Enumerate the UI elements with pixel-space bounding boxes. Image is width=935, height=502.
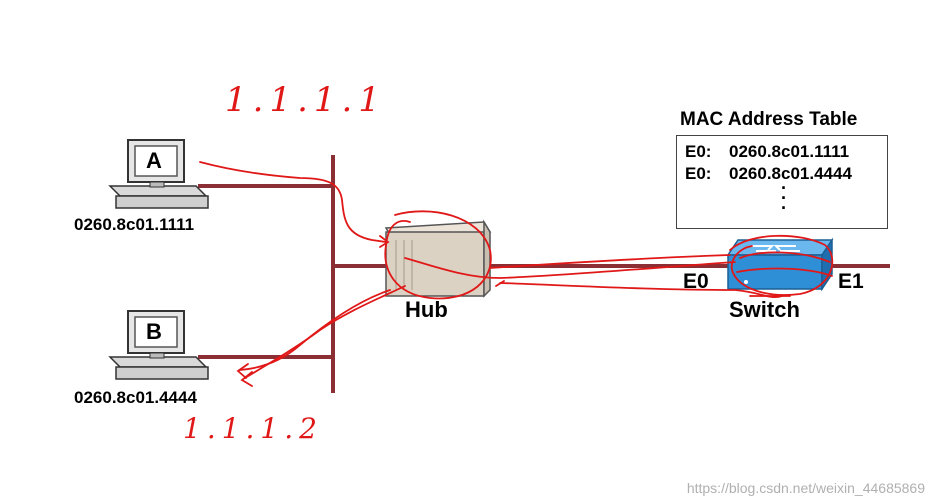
mac-table-row: E0: 0260.8c01.1111: [685, 142, 849, 162]
port-e0-label: E0: [683, 270, 709, 293]
mac-table-mac: 0260.8c01.4444: [729, 164, 852, 183]
switch-device: [726, 237, 834, 292]
host-b-mac-label: 0260.8c01.4444: [74, 388, 197, 407]
host-a-mac-label: 0260.8c01.1111: [74, 215, 195, 234]
switch-label: Switch: [729, 297, 800, 322]
host-a-ip-handwritten: 1.1.1.1: [225, 80, 386, 120]
mac-table-port: E0:: [685, 164, 712, 183]
mac-table-mac: 0260.8c01.1111: [729, 142, 850, 161]
port-e1-label: E1: [838, 270, 864, 293]
watermark: https://blog.csdn.net/weixin_44685869: [686, 480, 925, 496]
host-b-ip-handwritten: 1.1.1.2: [183, 412, 323, 445]
host-a-computer: [108, 139, 209, 209]
mac-table-title: MAC Address Table: [680, 109, 858, 130]
mac-address-table: E0: 0260.8c01.1111 E0: 0260.8c01.4444 · · …: [676, 135, 888, 229]
host-a-letter: A: [146, 148, 162, 173]
host-b-letter: B: [146, 319, 162, 344]
mac-table-port: E0:: [685, 142, 712, 161]
hub-device: [384, 219, 492, 298]
mac-table-row: E0: 0260.8c01.4444: [685, 164, 852, 184]
hub-label: Hub: [405, 297, 448, 322]
host-b-computer: [108, 310, 209, 380]
mac-table-ellipsis: · · ·: [781, 178, 787, 218]
